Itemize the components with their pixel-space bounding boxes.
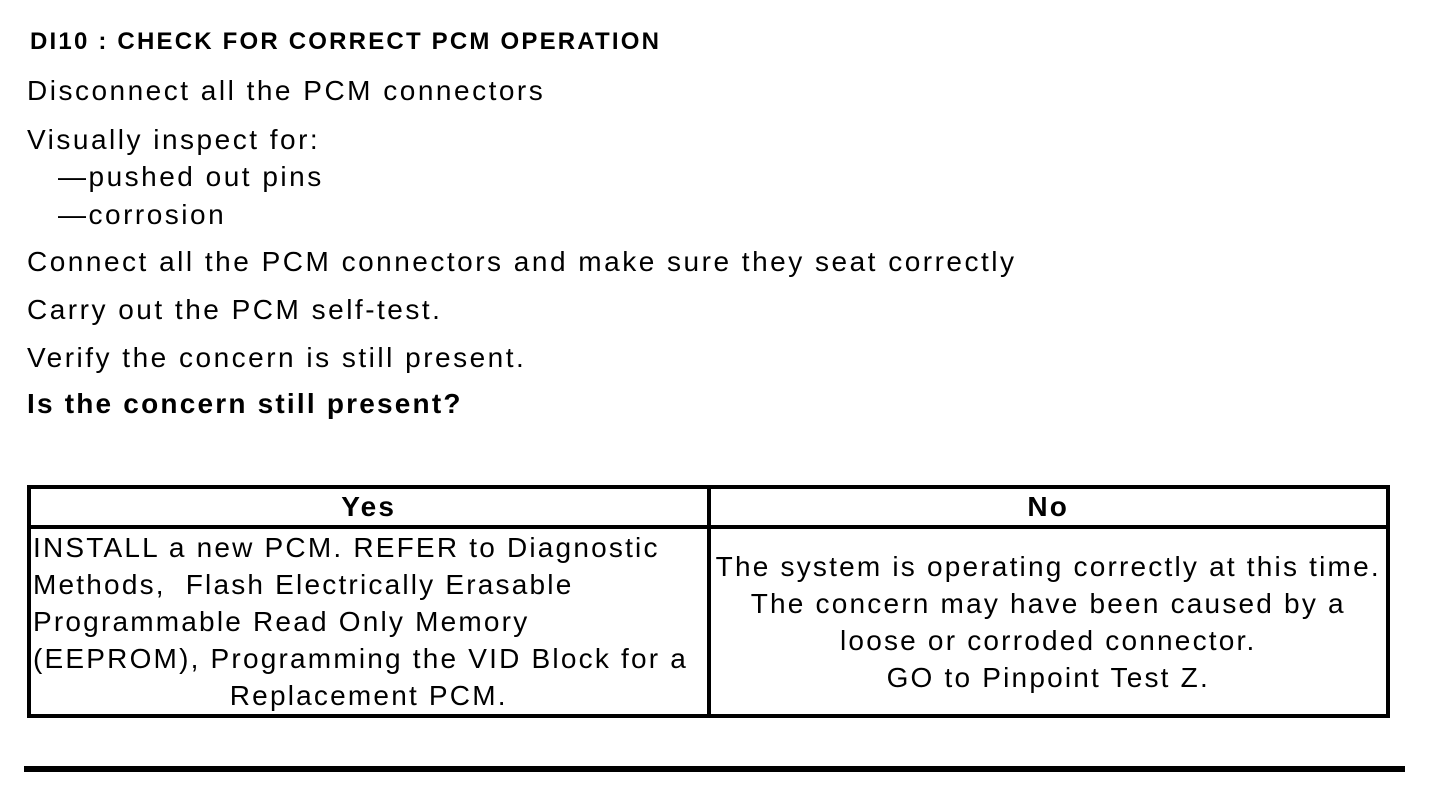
step-disconnect: Disconnect all the PCM connectors [27,75,546,106]
decision-question: Is the concern still present? [27,388,463,419]
inspect-item-pushed-out-pins: —pushed out pins [58,161,324,192]
step-self-test: Carry out the PCM self-test. [27,294,443,325]
step-verify: Verify the concern is still present. [27,342,527,373]
no-column-header: No [706,485,1390,529]
yes-action-line: Methods, Flash Electrically Erasable [33,569,574,600]
yes-action-cell: INSTALL a new PCM. REFER to Diagnostic M… [27,525,711,718]
step-connect: Connect all the PCM connectors and make … [27,246,1017,277]
yes-action-line: Programmable Read Only Memory [33,606,530,637]
results-action-row: INSTALL a new PCM. REFER to Diagnostic M… [27,525,1390,718]
yes-action-line: INSTALL a new PCM. REFER to Diagnostic [33,532,660,563]
step-inspect: Visually inspect for: [27,124,321,155]
results-header-row: Yes No [27,485,1390,529]
no-action-line: The concern may have been caused by a [750,587,1346,619]
yes-column-header: Yes [27,485,711,529]
yes-action-line: (EEPROM), Programming the VID Block for … [33,643,689,674]
yes-action-line: Replacement PCM. [229,680,508,711]
inspect-item-corrosion: —corrosion [58,199,227,230]
bottom-divider-rule [24,766,1405,772]
no-action-line: The system is operating correctly at thi… [715,550,1381,582]
no-action-cell: The system is operating correctly at thi… [706,525,1390,718]
no-action-line: loose or corroded connector. [840,624,1257,656]
yes-no-results-table: Yes No INSTALL a new PCM. REFER to Diagn… [27,485,1390,718]
page-title: DI10 : CHECK FOR CORRECT PCM OPERATION [30,28,662,55]
no-action-line: GO to Pinpoint Test Z. [886,661,1210,693]
